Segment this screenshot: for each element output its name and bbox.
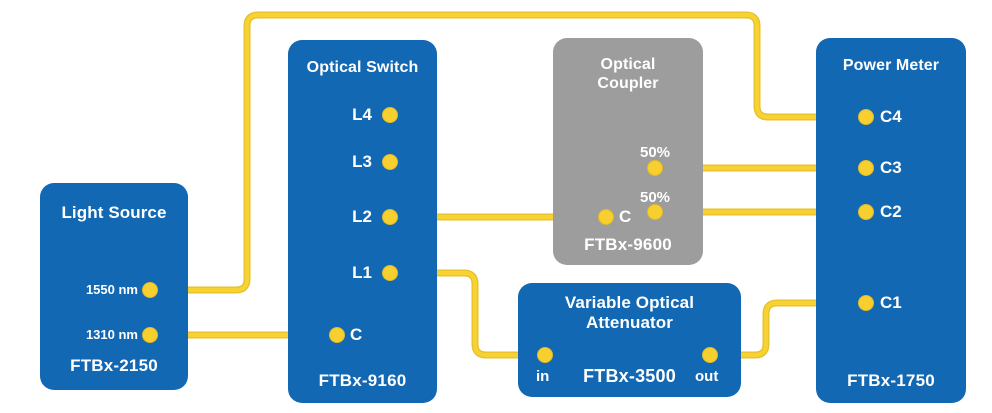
voa-port-out-label: out [695,368,719,385]
power-meter-port-c4-dot[interactable] [859,110,873,124]
optical-coupler-port-c-label: C [619,207,632,226]
variable-optical-attenuator-title: Variable Optical Attenuator [518,293,741,333]
power-meter-port-c1-dot[interactable] [859,296,873,310]
optical-coupler-title-line1: Optical [600,56,656,73]
voa-port-out-dot[interactable] [703,348,717,362]
optical-switch-port-l3-label: L3 [352,152,372,171]
optical-switch-port-l2-dot[interactable] [383,210,397,224]
power-meter-port-c3-label: C3 [880,158,902,177]
optical-coupler-port-50pct-top-label: 50% [640,144,671,161]
light-source-box[interactable]: Light Source FTBx-2150 [40,183,188,390]
optical-switch-port-l1-label: L1 [352,263,372,282]
optical-coupler-port-50pct-bottom-dot[interactable] [648,205,662,219]
optical-switch-port-l4-label: L4 [352,105,372,124]
power-meter-model: FTBx-1750 [847,371,935,390]
optical-switch-model: FTBx-9160 [318,371,407,390]
optical-switch-port-l2-label: L2 [352,207,372,226]
light-source-port-1550nm-label: 1550 nm [85,282,138,297]
light-source-title: Light Source [61,203,167,222]
optical-switch-port-l1-dot[interactable] [383,266,397,280]
power-meter-title: Power Meter [842,57,940,74]
power-meter-box[interactable]: Power Meter FTBx-1750 [816,38,966,403]
light-source-port-1550nm-dot[interactable] [143,283,157,297]
optical-switch-port-l4-dot[interactable] [383,108,397,122]
optical-coupler-title: Optical Coupler [553,56,703,94]
voa-title-line2: Attenuator [586,313,673,333]
optical-switch-title: Optical Switch [306,59,419,76]
optical-switch-port-l3-dot[interactable] [383,155,397,169]
optical-coupler-title-line2: Coupler [597,74,659,92]
power-meter-port-c2-label: C2 [880,202,902,221]
variable-optical-attenuator-box[interactable]: Variable Optical Attenuator FTBx-3500 [518,283,741,397]
optical-coupler-port-50pct-top-dot[interactable] [648,161,662,175]
voa-title-line1: Variable Optical [564,293,695,312]
optical-coupler-box[interactable]: Optical Coupler FTBx-9600 [553,38,703,265]
power-meter-port-c1-label: C1 [880,293,902,312]
variable-optical-attenuator-model: FTBx-3500 [583,366,676,386]
light-source-port-1310nm-label: 1310 nm [85,327,138,342]
optical-switch-port-c-dot[interactable] [330,328,344,342]
optical-coupler-port-c-dot[interactable] [599,210,613,224]
voa-port-in-dot[interactable] [538,348,552,362]
power-meter-port-c4-label: C4 [880,107,902,126]
optical-coupler-model: FTBx-9600 [584,235,672,254]
light-source-port-1310nm-dot[interactable] [143,328,157,342]
voa-port-in-label: in [536,368,550,385]
light-source-model: FTBx-2150 [70,356,158,375]
optical-coupler-port-50pct-bottom-label: 50% [640,189,671,206]
power-meter-port-c3-dot[interactable] [859,161,873,175]
power-meter-port-c2-dot[interactable] [859,205,873,219]
optical-switch-port-c-label: C [350,325,363,344]
optical-switch-box[interactable]: Optical Switch FTBx-9160 [288,40,437,403]
